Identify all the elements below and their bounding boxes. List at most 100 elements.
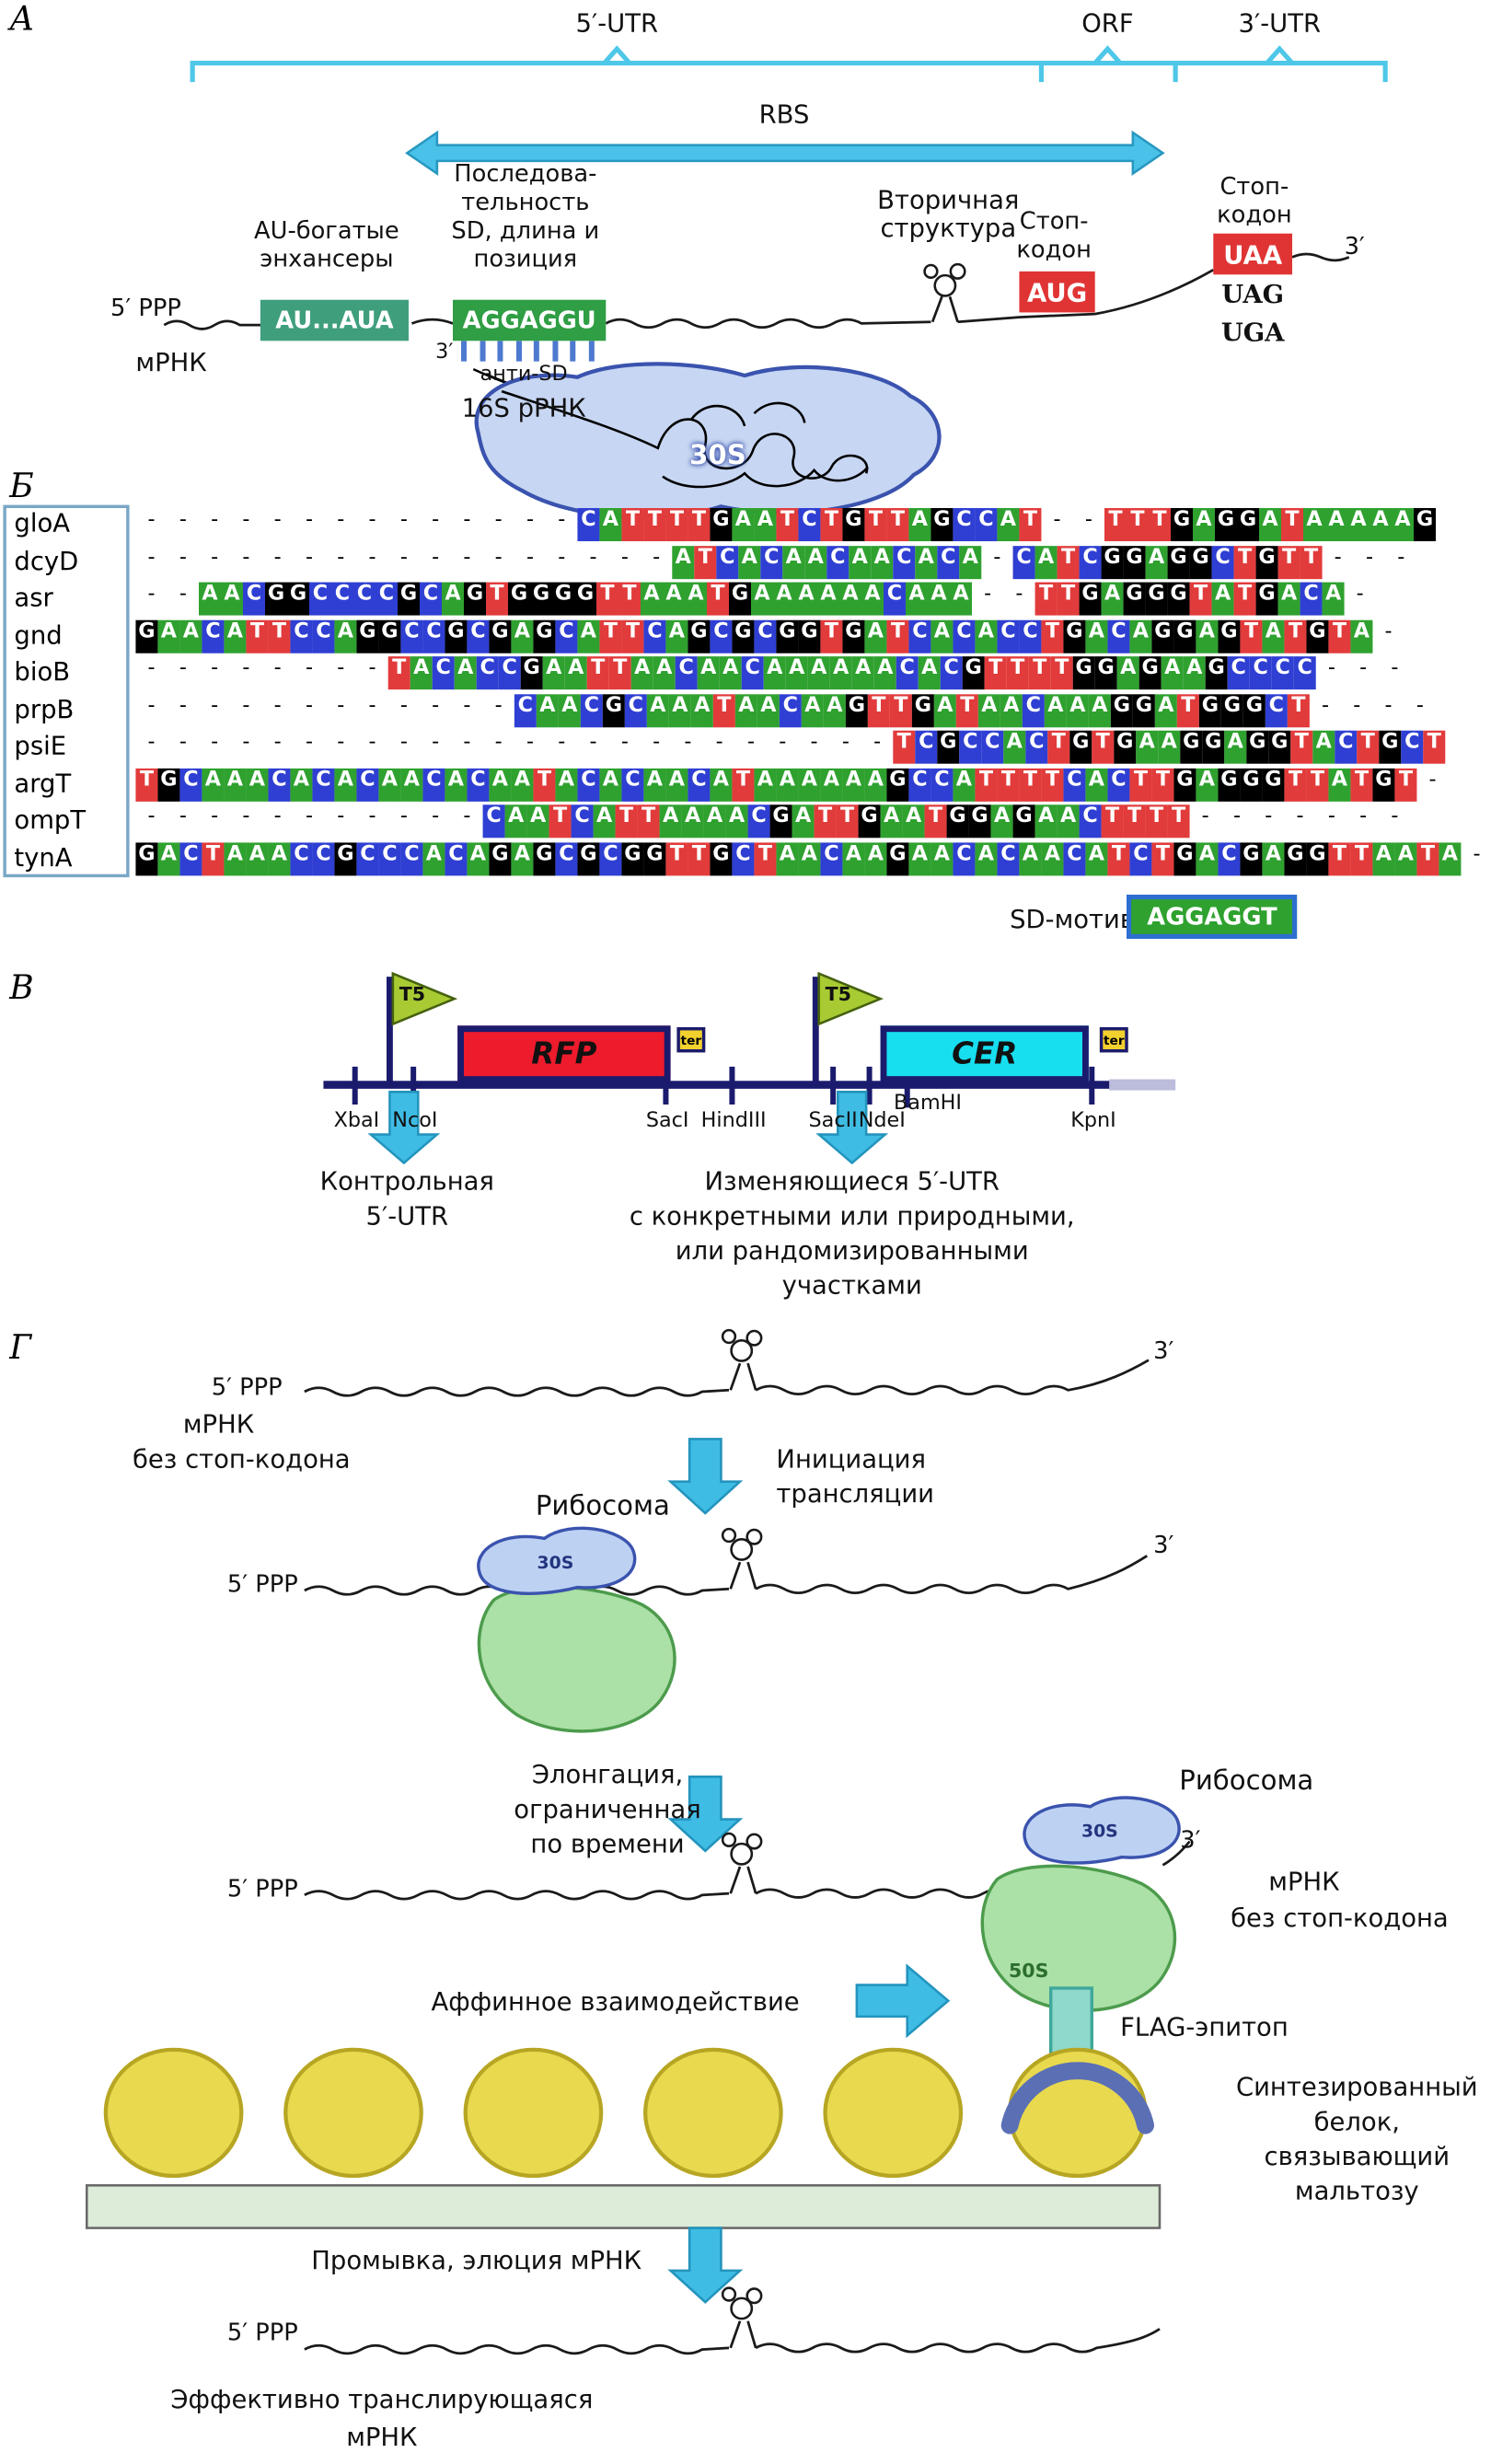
five-ppp-label: 5′ PPP <box>226 2318 298 2347</box>
ribosome-30s-label: 30S <box>1081 1821 1118 1842</box>
gap-dash: - <box>1321 693 1330 718</box>
nucleotide-cell: A <box>672 545 695 579</box>
nucleotide-cell: T <box>814 804 837 839</box>
nucleotide-cell: A <box>908 508 931 542</box>
flag-epitope-label: FLAG-эпитоп <box>1120 2011 1289 2042</box>
gap-dash: - <box>211 656 219 680</box>
gap-dash: - <box>463 730 471 755</box>
gap-dash: - <box>147 693 156 718</box>
gap-dash: - <box>873 730 882 755</box>
gap-dash: - <box>1232 804 1242 829</box>
restriction-site-label: NcoI <box>392 1109 438 1133</box>
nucleotide-cell: G <box>1180 730 1203 764</box>
nucleotide-cell: G <box>1094 656 1117 690</box>
nucleotide-cell: T <box>1176 693 1199 727</box>
nucleotide-cell: C <box>312 619 335 653</box>
nucleotide-cell: G <box>1379 730 1402 764</box>
nucleotide-cell: C <box>621 768 644 802</box>
nucleotide-cell: T <box>246 619 269 653</box>
sd-label: позиция <box>473 244 578 273</box>
nucleotide-cell: T <box>643 508 666 542</box>
nucleotide-cell: C <box>1335 730 1358 764</box>
gap-dash: - <box>526 730 535 755</box>
nucleotide-cell: C <box>643 619 666 653</box>
nucleotide-cell: T <box>586 656 609 690</box>
ribosome-50s-label: 50S <box>1008 1960 1049 1983</box>
nucleotide-cell: G <box>1138 656 1162 690</box>
nucleotide-cell: G <box>1237 508 1260 542</box>
nucleotide-cell: G <box>1069 730 1092 764</box>
nucleotide-cell: G <box>886 768 909 802</box>
gap-dash: - <box>1391 656 1399 680</box>
nucleotide-cell: A <box>199 582 222 616</box>
plasmid-backbone <box>323 1081 1113 1089</box>
nucleotide-cell: C <box>953 619 976 653</box>
nucleotide-cell: A <box>902 804 925 839</box>
nucleotide-cell: C <box>420 582 443 616</box>
nucleotide-cell: G <box>398 582 421 616</box>
nucleotide-cell: A <box>681 804 704 839</box>
nucleotide-cell: C <box>356 768 379 802</box>
gap-dash: - <box>305 804 314 829</box>
nucleotide-cell: A <box>1439 841 1462 875</box>
gap-dash: - <box>242 804 250 829</box>
nucleotide-cell: T <box>1357 730 1380 764</box>
nucleotide-cell: G <box>688 619 711 653</box>
gap-dash: - <box>242 545 250 570</box>
nucleotide-cell: A <box>1044 693 1067 727</box>
gap-dash: - <box>1397 545 1405 570</box>
mrna-label: мРНК <box>1268 1867 1340 1897</box>
nucleotide-cell: A <box>410 656 433 690</box>
nucleotide-cell: C <box>467 768 490 802</box>
nucleotide-cell: C <box>378 841 401 875</box>
panel-a-art <box>163 45 1388 520</box>
gap-dash: - <box>368 508 376 532</box>
nucleotide-cell: C <box>571 804 594 839</box>
nucleotide-cell: A <box>268 841 291 875</box>
no-stop-codon-label: без стоп-кодона <box>133 1443 351 1475</box>
nucleotide-cell: A <box>842 768 865 802</box>
nucleotide-cell: C <box>1063 841 1086 875</box>
nucleotide-cell: T <box>486 582 509 616</box>
nucleotide-cell: C <box>1063 768 1086 802</box>
elongation-label: ограниченная <box>514 1794 701 1824</box>
gap-dash: - <box>984 582 992 607</box>
ribosome-50s-blob-2 <box>477 1585 676 1733</box>
gap-dash: - <box>715 730 723 755</box>
cer-gene-box: CER <box>880 1025 1089 1083</box>
gap-dash: - <box>526 508 535 532</box>
gene-label: tynA <box>14 841 73 873</box>
nucleotide-cell: T <box>1057 582 1080 616</box>
nucleotide-cell: T <box>1281 508 1304 542</box>
gap-dash: - <box>211 508 219 532</box>
nucleotide-cell: G <box>1306 619 1329 653</box>
gap-dash: - <box>463 545 471 570</box>
gap-dash: - <box>653 730 661 755</box>
sd-motif-label: SD-мотив <box>1010 904 1136 934</box>
nucleotide-cell: A <box>880 804 903 839</box>
rfp-gene-box: RFP <box>457 1025 671 1083</box>
nucleotide-cell: A <box>1041 841 1064 875</box>
nucleotide-cell: G <box>710 508 733 542</box>
nucleotide-cell: G <box>1306 841 1329 875</box>
nucleotide-cell: T <box>1127 508 1150 542</box>
nucleotide-cell: C <box>1249 656 1272 690</box>
nucleotide-cell: G <box>1255 545 1278 579</box>
nucleotide-cell: A <box>1034 804 1058 839</box>
gap-dash: - <box>399 693 408 718</box>
nucleotide-cell: G <box>508 582 531 616</box>
nucleotide-cell: G <box>1218 768 1241 802</box>
gap-dash: - <box>1356 582 1364 607</box>
t5-promoter-label: T5 <box>399 983 426 1006</box>
nucleotide-cell: T <box>1284 619 1307 653</box>
nucleotide-cell: A <box>1019 841 1042 875</box>
gene-label: ompT <box>14 804 87 835</box>
nucleotide-cell: A <box>378 768 401 802</box>
gap-dash: - <box>494 508 503 532</box>
rrna-16s-scribble <box>501 389 869 489</box>
gap-dash: - <box>273 693 282 718</box>
sd-sequence-box: AGGAGGU <box>453 299 607 341</box>
nucleotide-cell: A <box>849 545 872 579</box>
